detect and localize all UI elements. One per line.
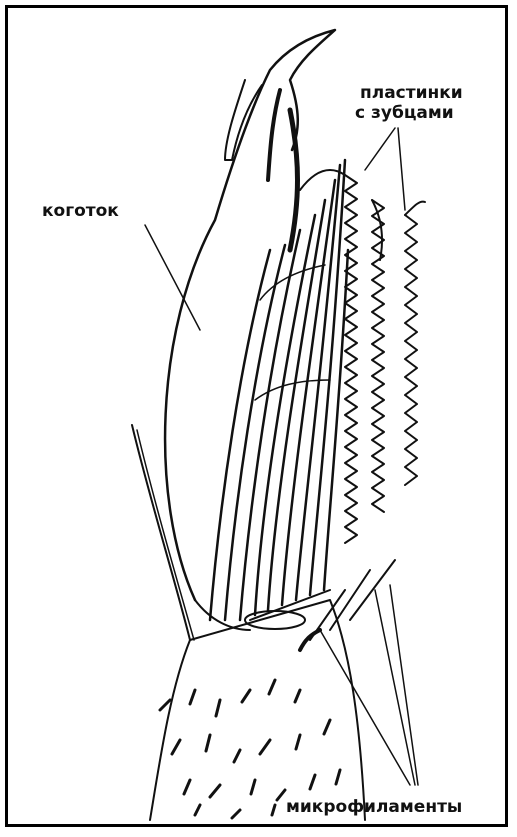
leg-segment: [150, 600, 365, 820]
striated-tissue: [210, 160, 348, 629]
bristle: [132, 425, 190, 640]
label-microfilaments: микрофиламенты: [286, 797, 462, 817]
label-plates-line2: с зубцами: [355, 103, 454, 123]
leader-lines: [145, 128, 418, 785]
label-claw: коготок: [42, 201, 119, 221]
label-plates-line1: пластинки: [360, 83, 463, 103]
